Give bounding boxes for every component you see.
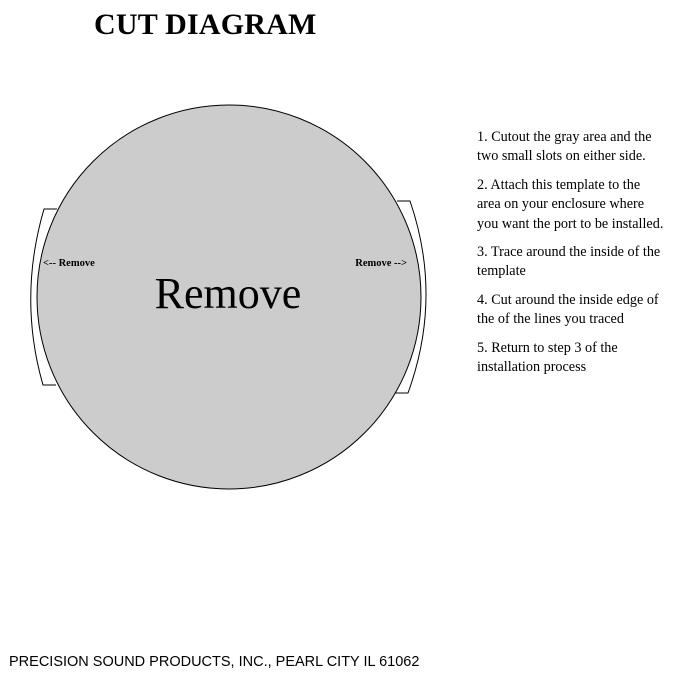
left-slot-label: <-- Remove (43, 258, 95, 269)
center-remove-label: Remove (155, 269, 302, 318)
instruction-step-5: 5. Return to step 3 of the installation … (477, 339, 618, 376)
right-slot-outline (395, 200, 427, 394)
page-title: CUT DIAGRAM (94, 8, 317, 41)
instruction-step-3: 3. Trace around the inside of the templa… (477, 244, 661, 280)
cut-diagram: Remove <-- Remove Remove --> (30, 104, 427, 490)
instruction-step-1: 1. Cutout the gray area and the two smal… (477, 129, 652, 165)
instruction-step-4: 4. Cut around the inside edge of the of … (477, 291, 659, 328)
left-slot-outline (30, 208, 57, 386)
footer-company-info: PRECISION SOUND PRODUCTS, INC., PEARL CI… (9, 654, 420, 670)
instruction-step-2: 2. Attach this template to the area on y… (477, 176, 664, 232)
instructions-list: 1. Cutout the gray area and the two smal… (477, 128, 667, 386)
right-slot-label: Remove --> (355, 258, 407, 269)
remove-circle (36, 104, 422, 490)
